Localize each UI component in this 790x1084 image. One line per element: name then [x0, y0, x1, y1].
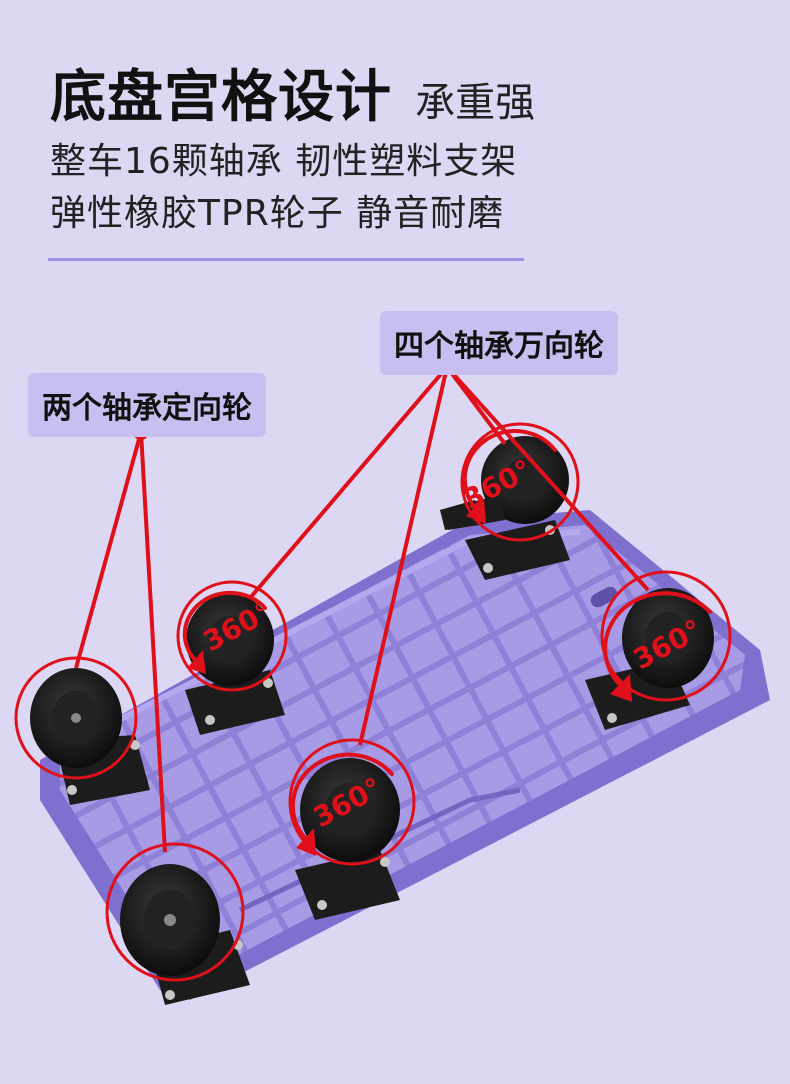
wheel-fixed-front [30, 668, 122, 768]
wheel-highlight-circles [14, 422, 732, 982]
header-divider [48, 258, 524, 261]
rotation-arrowheads [187, 498, 632, 856]
mount-bolts [67, 525, 680, 1000]
feature-line-2: 弹性橡胶TPR轮子 静音耐磨 [50, 193, 505, 234]
callout-swivel-wheels: 四个轴承万向轮 [380, 311, 618, 375]
header-title-row: 底盘宫格设计 承重强 [50, 52, 535, 133]
wheel-swivel-left [186, 594, 274, 686]
pointer-lines [74, 365, 650, 853]
wheel-swivel-back [440, 436, 569, 530]
callout-fixed-wheels: 两个轴承定向轮 [28, 373, 266, 437]
wheel-swivel-right [622, 588, 714, 688]
page-subtitle: 承重强 [415, 80, 536, 126]
wheel-fixed-rear [120, 864, 220, 976]
wheel-swivel-center [300, 758, 400, 862]
page-title: 底盘宫格设计 [50, 65, 392, 130]
feature-line-1: 整车16颗轴承 韧性塑料支架 [50, 141, 518, 182]
